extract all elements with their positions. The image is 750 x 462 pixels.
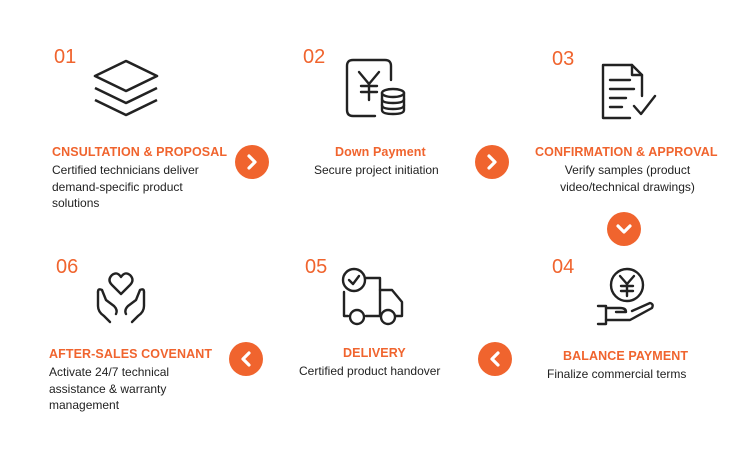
- step-number: 02: [303, 46, 326, 68]
- heart-hands-icon: [94, 270, 148, 329]
- step-number: 05: [305, 256, 328, 278]
- yen-coins-icon: [345, 58, 407, 125]
- arrow-left-1: [478, 342, 512, 376]
- step-title: BALANCE PAYMENT: [563, 349, 689, 363]
- layers-icon: [91, 58, 161, 127]
- step-title: AFTER-SALES COVENANT: [49, 347, 213, 361]
- step-description: Certified product handover: [299, 364, 441, 378]
- step-number: 04: [552, 256, 575, 278]
- chevron-right-icon: [487, 154, 497, 170]
- step-description: Secure project initiation: [314, 163, 439, 177]
- step-number: 03: [552, 48, 575, 70]
- step-description: Verify samples (product video/technical …: [560, 163, 695, 194]
- arrow-right-2: [475, 145, 509, 179]
- step-description: Certified technicians deliver demand-spe…: [52, 163, 199, 210]
- step-description: Activate 24/7 technical assistance & war…: [49, 365, 170, 412]
- delivery-truck-icon: [340, 266, 406, 333]
- chevron-left-icon: [490, 351, 500, 367]
- step-title: Down Payment: [335, 145, 426, 159]
- step-title: DELIVERY: [343, 346, 406, 360]
- chevron-down-icon: [616, 224, 632, 234]
- step-number: 06: [56, 256, 79, 278]
- step-number: 01: [54, 46, 77, 68]
- step-title: CONFIRMATION & APPROVAL: [535, 145, 718, 159]
- document-check-icon: [600, 62, 658, 127]
- step-description: Finalize commercial terms: [547, 367, 687, 381]
- arrow-down: [607, 212, 641, 246]
- yen-hand-icon: [596, 266, 656, 331]
- step-title: CNSULTATION & PROPOSAL: [52, 145, 228, 159]
- arrow-right-1: [235, 145, 269, 179]
- chevron-left-icon: [241, 351, 251, 367]
- arrow-left-2: [229, 342, 263, 376]
- chevron-right-icon: [247, 154, 257, 170]
